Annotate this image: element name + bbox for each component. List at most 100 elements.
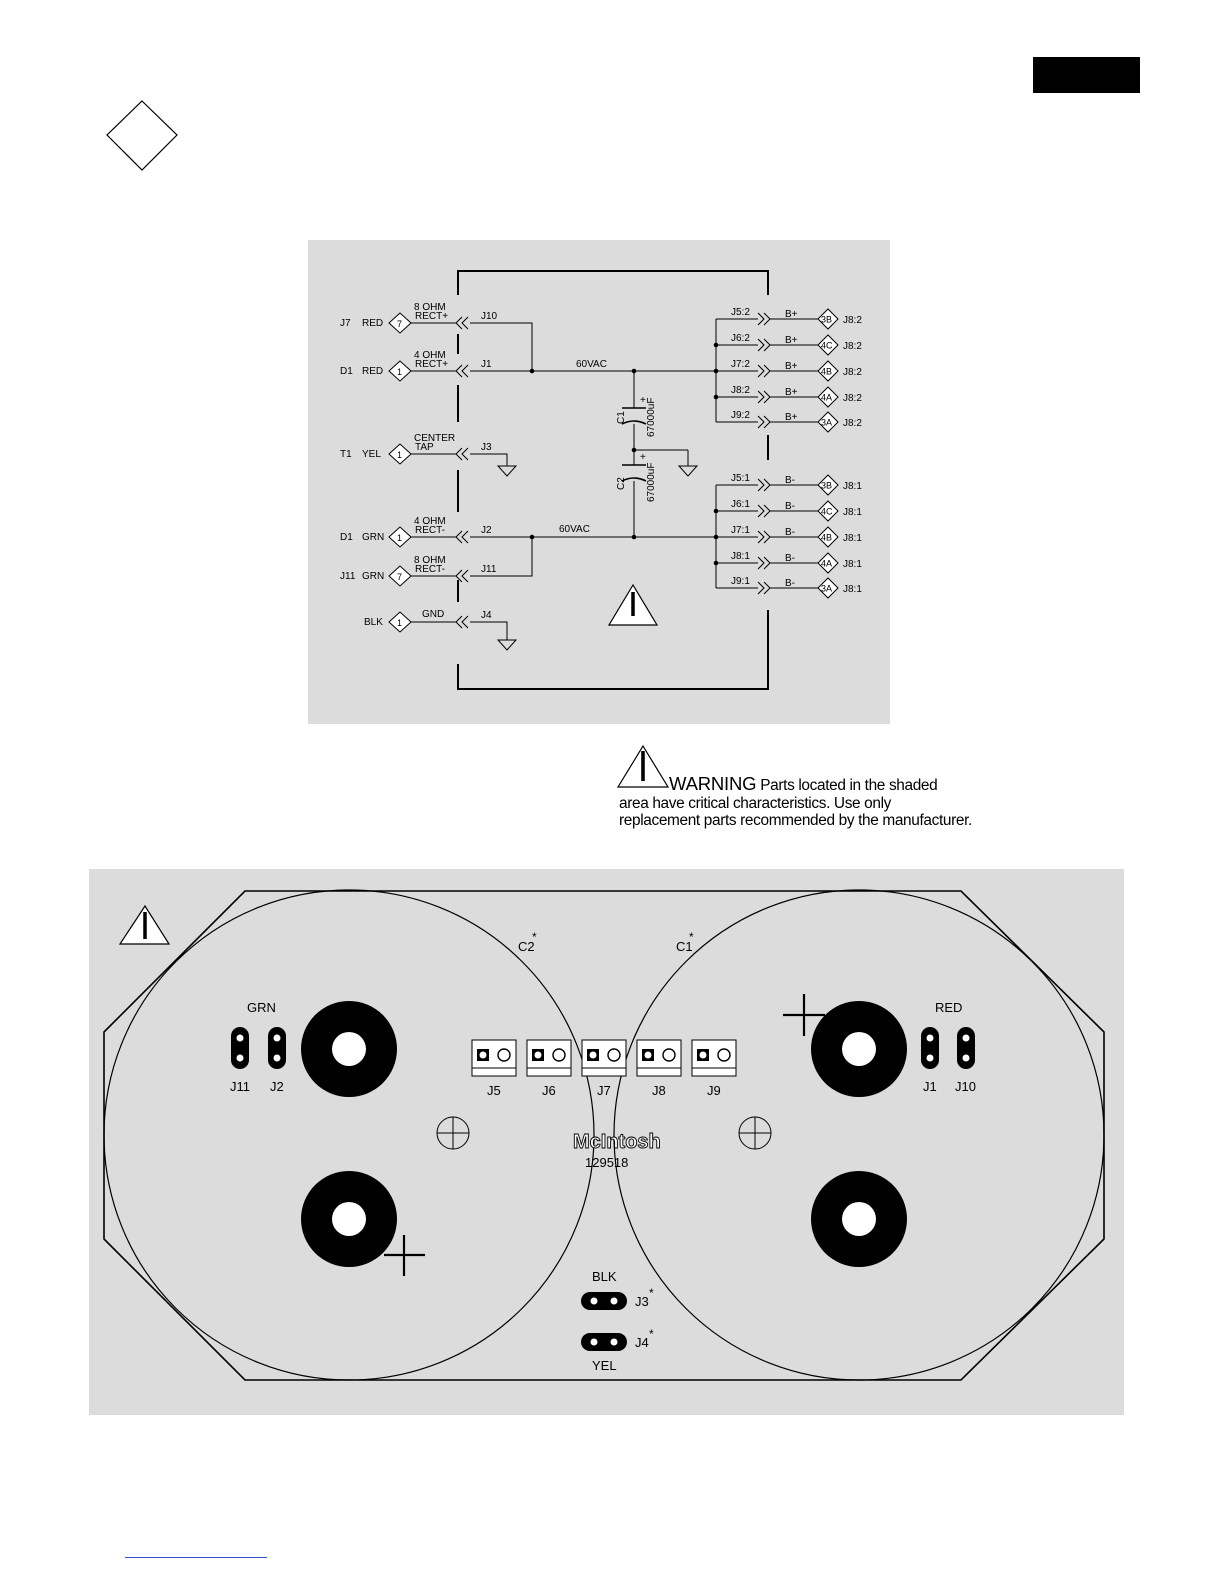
pin-number: 1 <box>397 618 402 628</box>
conn-label-2: RECT+ <box>415 359 448 370</box>
c1-ref: C1 <box>616 411 627 424</box>
diamond-pin <box>388 565 412 587</box>
warning-line-2: area have critical characteristics. Use … <box>619 794 892 812</box>
out-rail: B+ <box>785 309 798 320</box>
out-jack: J6:1 <box>731 499 750 510</box>
header-connector: J7 <box>581 1039 627 1098</box>
diamond-pin <box>388 443 412 465</box>
out-jack: J7:1 <box>731 525 750 536</box>
part-number: 129518 <box>585 1155 628 1170</box>
out-rail: B- <box>785 553 795 564</box>
out-jack: J9:1 <box>731 576 750 587</box>
out-dest: J8:2 <box>843 341 862 352</box>
pad-j3 <box>581 1292 627 1310</box>
header-connector: J8 <box>636 1039 682 1098</box>
out-rail: B+ <box>785 387 798 398</box>
header-connector: J6 <box>526 1039 572 1098</box>
out-rail: B- <box>785 527 795 538</box>
out-pin: 4B <box>821 533 832 543</box>
diamond-pin <box>817 577 839 599</box>
pad-label-j2: J2 <box>270 1079 284 1094</box>
board-outline <box>103 890 1105 1381</box>
cap-c2-asterisk: * <box>532 930 537 944</box>
connector-chevron-icon <box>455 615 469 629</box>
warning-line-1: Parts located in the shaded <box>760 777 938 794</box>
diamond-pin <box>388 611 412 633</box>
conn-ref: T1 <box>340 449 352 460</box>
vac-bottom-label: 60VAC <box>559 524 590 535</box>
c2-polarity: + <box>640 452 646 463</box>
pin-number: 1 <box>397 367 402 377</box>
pad-label-j1: J1 <box>923 1079 937 1094</box>
diamond-pin <box>817 411 839 433</box>
diamond-pin <box>817 500 839 522</box>
cap-c1-outline <box>613 889 1105 1381</box>
polarity-marks <box>384 994 825 1276</box>
diamond-pin <box>817 552 839 574</box>
c1-value: 67000uF <box>646 398 657 437</box>
conn-wire: GRN <box>362 571 384 582</box>
out-dest: J8:1 <box>843 559 862 570</box>
cap-c2-outline <box>103 889 595 1381</box>
diamond-pin <box>388 526 412 548</box>
mounting-holes <box>436 1116 772 1150</box>
out-rail: B- <box>785 501 795 512</box>
diamond-pin <box>817 386 839 408</box>
connector-chevron-icon <box>455 316 469 330</box>
out-dest: J8:1 <box>843 533 862 544</box>
conn-label-1: GND <box>422 609 444 620</box>
connector-chevron-icon <box>455 364 469 378</box>
warning-heading: WARNING <box>669 773 757 794</box>
pad-j3-asterisk: * <box>649 1286 654 1300</box>
cap-c1-label: C1 <box>676 939 693 954</box>
schematic-diagram: + C1 67000uF + C2 67000uF 60VAC 60VAC J7… <box>308 240 890 724</box>
pad-label-j3: J3 <box>635 1294 649 1309</box>
out-jack: J5:2 <box>731 307 750 318</box>
header-label: J8 <box>652 1083 666 1098</box>
ground-symbols <box>496 465 699 651</box>
cap-c1-asterisk: * <box>689 930 694 944</box>
brand-logo: McIntosh <box>573 1131 661 1153</box>
conn-jack: J1 <box>481 359 492 370</box>
conn-wire: YEL <box>362 449 381 460</box>
pin-number: 7 <box>397 572 402 582</box>
red-label: RED <box>935 1000 962 1015</box>
cap-c2-label: C2 <box>518 939 535 954</box>
conn-jack: J4 <box>481 610 492 621</box>
diamond-pin <box>388 360 412 382</box>
conn-label-2: RECT+ <box>415 311 448 322</box>
out-pin: 3A <box>821 584 832 594</box>
conn-ref: D1 <box>340 532 353 543</box>
warning-line-3: replacement parts recommended by the man… <box>619 812 972 829</box>
header-label: J7 <box>597 1083 611 1098</box>
output-connector: J7:1 B- 4B J8:1 <box>716 525 862 548</box>
blk-label: BLK <box>592 1269 617 1284</box>
conn-wire: RED <box>362 366 383 377</box>
out-rail: B+ <box>785 412 798 423</box>
schematic-warning-icon <box>607 583 659 626</box>
capacitor-c1: + C1 67000uF <box>616 395 657 437</box>
out-jack: J5:1 <box>731 473 750 484</box>
out-pin: 3A <box>821 418 832 428</box>
header-connector: J5 <box>471 1039 517 1098</box>
enclosure-outline <box>457 270 769 690</box>
conn-jack: J10 <box>481 311 498 322</box>
pin-number: 1 <box>397 450 402 460</box>
lug-pads <box>231 1027 975 1069</box>
out-pin: 4C <box>821 507 833 517</box>
diamond-symbol <box>106 100 178 171</box>
connector-chevron-icon <box>455 447 469 461</box>
warning-text: WARNING Parts located in the shaded area… <box>619 773 1017 830</box>
